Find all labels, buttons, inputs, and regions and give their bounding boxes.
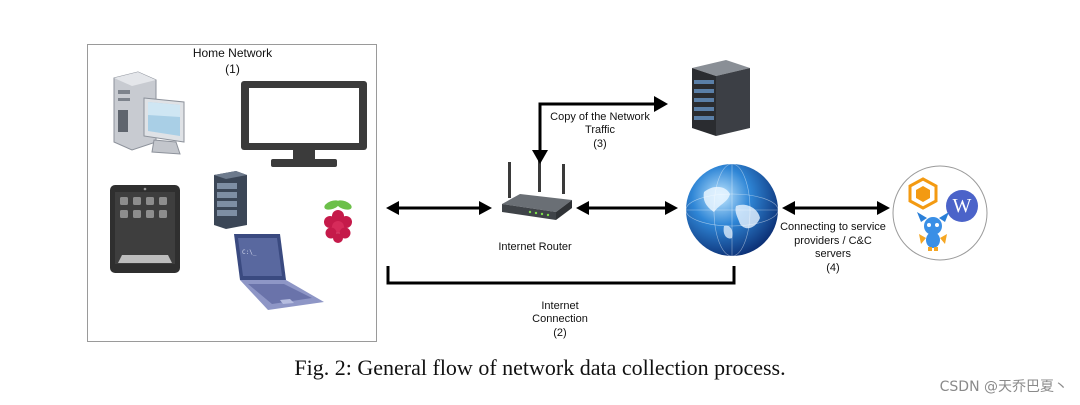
arrow-internet-providers	[782, 201, 890, 215]
internet-connection-number: (2)	[553, 327, 567, 339]
home-network-number: (1)	[225, 62, 240, 76]
arrow-router-internet	[576, 201, 678, 215]
copy-traffic-label-line1: Copy of the Network	[550, 111, 650, 123]
mascot-icon	[917, 212, 949, 251]
desktop-computer-icon	[113, 71, 185, 155]
server-icon	[692, 60, 750, 136]
box-logo-icon	[908, 177, 938, 210]
providers-circle	[892, 165, 988, 261]
internet-connection-line1: Internet	[541, 300, 579, 312]
service-providers-line1: Connecting to service	[780, 221, 886, 233]
figure-caption: Fig. 2: General flow of network data col…	[294, 355, 786, 380]
server-rack-icon	[214, 171, 247, 229]
copy-traffic-arrow	[532, 96, 668, 164]
copy-traffic-label-line2: Traffic	[585, 124, 615, 136]
internet-connection-bracket	[386, 266, 736, 285]
monitor-icon	[241, 81, 367, 167]
raspberry-pi-icon	[324, 200, 352, 243]
service-providers-number: (4)	[826, 262, 840, 274]
home-network-box	[87, 44, 377, 342]
tablet-icon	[110, 185, 180, 273]
watermark: CSDN @天乔巴夏丶	[939, 379, 1068, 395]
internet-globe-icon	[685, 163, 779, 257]
svg-text:C:\_: C:\_	[242, 249, 257, 256]
home-network-title: Home Network	[192, 46, 273, 60]
copy-traffic-number: (3)	[593, 138, 607, 150]
arrow-home-router	[386, 201, 492, 215]
service-providers-line2: providers / C&C	[794, 235, 872, 247]
router-label: Internet Router	[498, 241, 572, 253]
router-icon	[502, 160, 572, 220]
internet-connection-line2: Connection	[532, 313, 588, 325]
laptop-icon: C:\_	[234, 234, 324, 310]
w-logo-icon: W	[946, 190, 978, 222]
service-providers-line3: servers	[814, 248, 852, 260]
